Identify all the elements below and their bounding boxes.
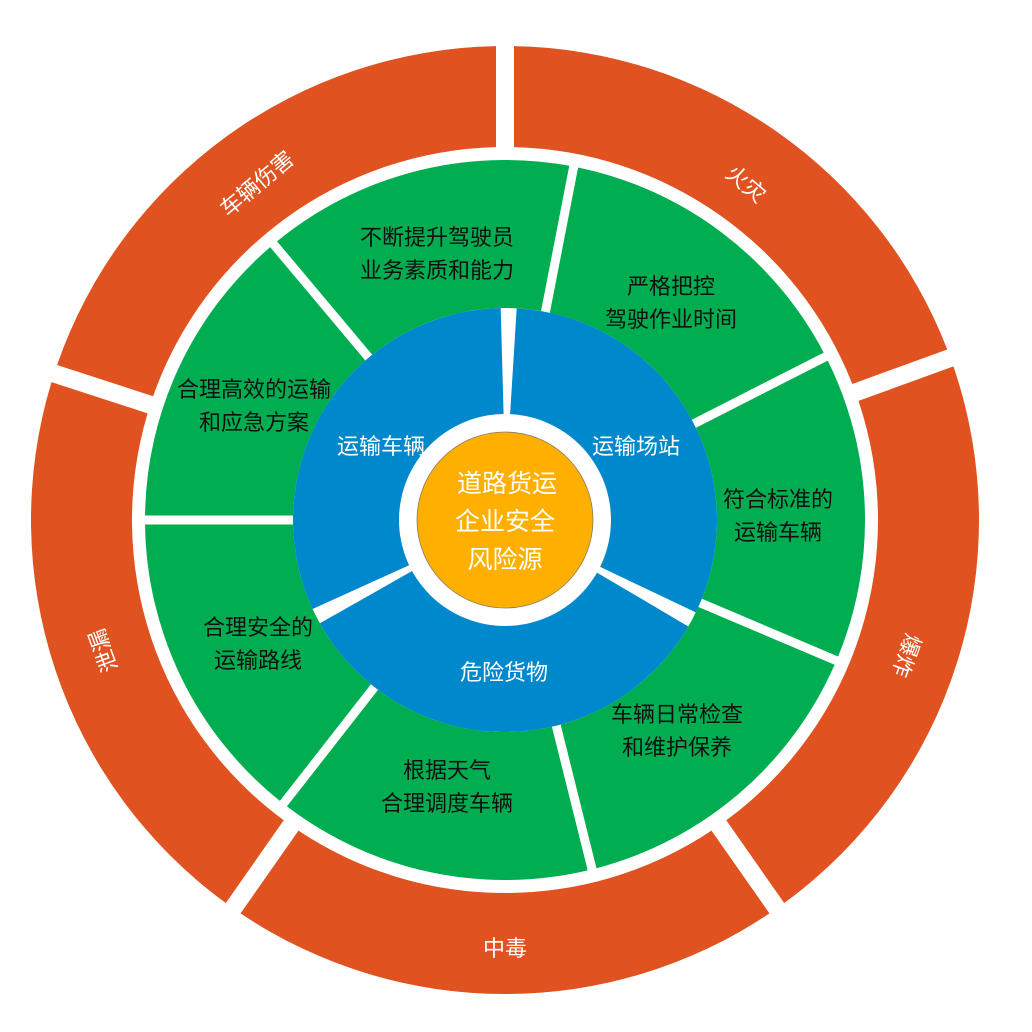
category-label-2: 运输车辆	[337, 435, 425, 460]
measure-label-1-line-1: 驾驶作业时间	[605, 308, 737, 333]
center-line-1: 道路货运	[457, 469, 557, 498]
category-label-0: 运输场站	[592, 435, 680, 460]
measure-label-5-line-1: 运输路线	[214, 649, 302, 674]
outer-ring-hazards	[30, 46, 979, 994]
measure-label-0-line-0: 不断提升驾驶员	[360, 226, 514, 251]
measure-label-2-line-1: 运输车辆	[734, 521, 822, 546]
measure-label-1-line-0: 严格把控	[627, 275, 715, 300]
measure-label-3-line-0: 车辆日常检查	[611, 703, 743, 728]
center-circle	[416, 431, 594, 609]
category-segment-2	[292, 308, 504, 610]
center-line-2: 企业安全	[455, 507, 555, 536]
measure-label-2-line-0: 符合标准的	[723, 488, 833, 513]
measure-label-0-line-1: 业务素质和能力	[360, 259, 514, 284]
category-segment-1	[319, 568, 689, 733]
category-segment-0	[509, 308, 717, 613]
center-line-3: 风险源	[467, 545, 542, 574]
measure-label-4-line-1: 合理调度车辆	[381, 792, 513, 817]
measure-label-5-line-0: 合理安全的	[203, 616, 313, 641]
hazard-segment-2	[240, 830, 770, 994]
hazard-segment-4	[57, 46, 497, 397]
measure-label-6-line-1: 和应急方案	[199, 411, 309, 436]
hazard-label-2: 中毒	[483, 937, 527, 962]
measure-label-3-line-1: 和维护保养	[622, 736, 732, 761]
measure-label-4-line-0: 根据天气	[403, 759, 491, 784]
hazard-segment-1	[726, 366, 979, 904]
center-core: 道路货运 企业安全 风险源	[399, 414, 611, 626]
category-label-1: 危险货物	[460, 661, 548, 686]
measure-label-6-line-0: 合理高效的运输	[177, 378, 331, 403]
hazard-segment-3	[30, 382, 284, 904]
hazard-segment-0	[513, 46, 948, 385]
